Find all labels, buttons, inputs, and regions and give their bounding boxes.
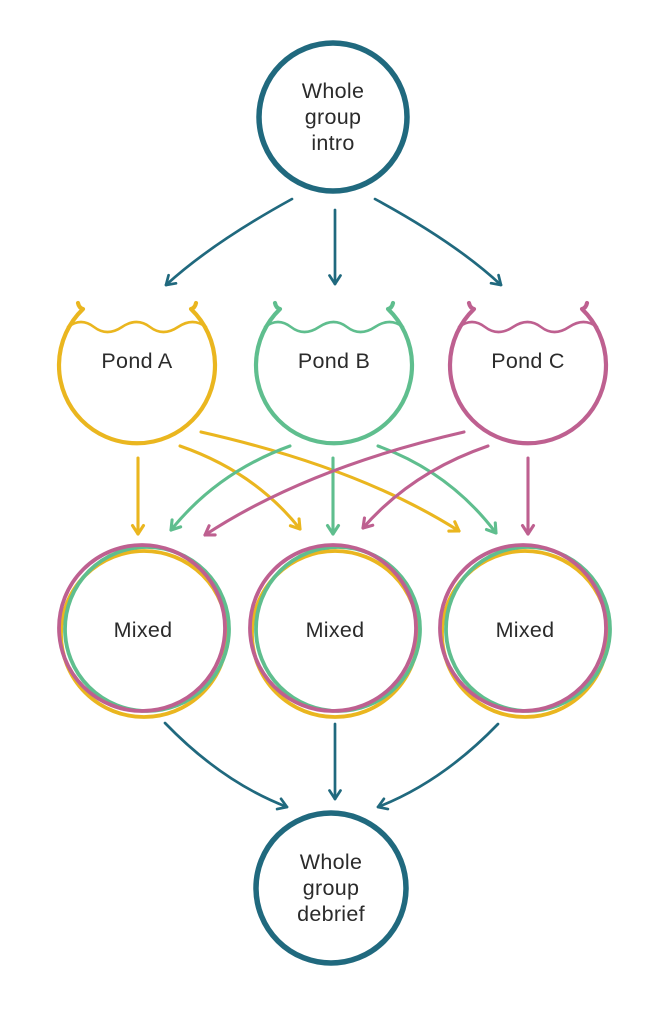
pond-a-water-line (66, 320, 208, 334)
pond-c-label: Pond C (491, 349, 565, 373)
arrow-pond-c-to-mixed-2 (361, 444, 490, 530)
arrow-pond-a-to-mixed-3 (199, 430, 461, 533)
pond-c-water-line (457, 320, 599, 334)
arrow-pond-c-to-mixed-1 (203, 430, 466, 537)
debrief-label: Whole group debrief (297, 850, 365, 926)
mixed-3-ring-pink (438, 543, 608, 713)
arrow-pond-a-to-mixed-2 (178, 444, 302, 531)
arrow-pond-b-to-mixed-3 (376, 444, 498, 535)
arrow-mixed-3-to-debrief (376, 722, 500, 811)
mixed-3-label: Mixed (495, 618, 555, 642)
arrow-mixed-1-to-debrief (163, 721, 289, 811)
mixed-2-label: Mixed (305, 618, 365, 642)
arrow-intro-to-pond-a (164, 197, 294, 287)
pond-a-label: Pond A (101, 349, 173, 373)
intro-circle (256, 40, 410, 194)
pond-b-water-line (263, 320, 405, 334)
mixed-1-ring-pink (57, 543, 227, 713)
mixed-1-label: Mixed (113, 618, 173, 642)
pond-b-label: Pond B (297, 349, 371, 373)
arrow-pond-b-to-mixed-1 (169, 444, 292, 532)
intro-label: Whole group intro (301, 79, 365, 155)
arrow-intro-to-pond-c (373, 197, 503, 287)
mixed-2-ring-pink (248, 543, 418, 713)
debrief-circle (253, 810, 409, 966)
pond-a-bowl (56, 300, 218, 446)
pond-c-bowl (447, 300, 609, 446)
pond-b-bowl (253, 300, 415, 446)
